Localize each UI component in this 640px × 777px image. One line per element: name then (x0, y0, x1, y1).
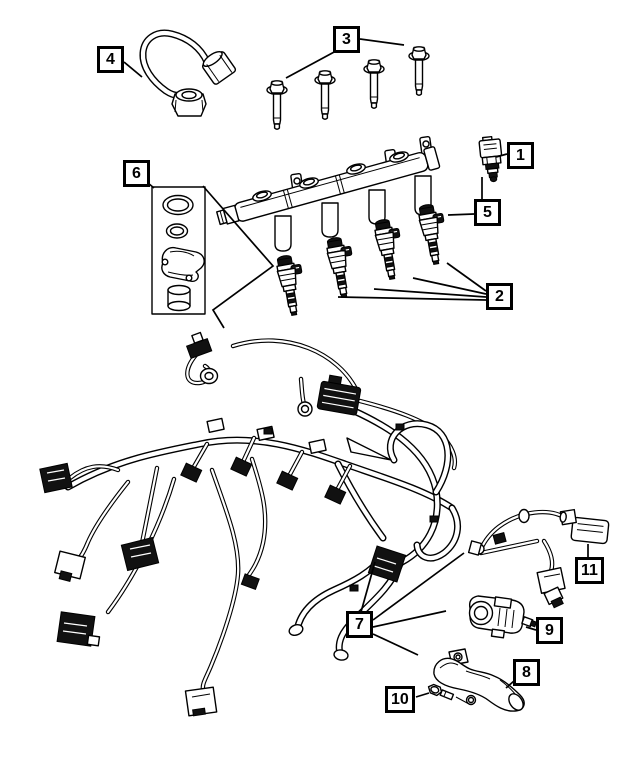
pigtail-sensor (559, 508, 610, 545)
leader-lines (123, 38, 589, 698)
leader-line-2b (412, 277, 487, 295)
leader-line-9 (525, 626, 537, 631)
leader-line-7a (360, 561, 376, 613)
callout-8[interactable]: 8 (513, 659, 540, 686)
callout-11[interactable]: 11 (575, 557, 604, 584)
leader-line-2a (446, 262, 487, 292)
leader-line-3a (285, 50, 337, 79)
callout-6[interactable]: 6 (123, 160, 150, 187)
leader-line-7b (372, 552, 465, 621)
mounting-bracket-drawing (433, 648, 525, 712)
bracket-bolt-drawing (427, 683, 470, 705)
leader-bracket-6 (202, 185, 275, 329)
harness-connector (39, 331, 407, 717)
mounting-bolts-drawing (266, 46, 430, 130)
leader-line-8 (505, 680, 515, 689)
bolt-drawing (314, 70, 336, 120)
engine-wiring-harness-drawing (39, 331, 462, 717)
injector-retainer-clip (161, 246, 205, 283)
bolt-drawing (266, 80, 288, 130)
callout-4[interactable]: 4 (97, 46, 124, 73)
leader-line-7c (372, 610, 447, 628)
pointer-wedge (346, 437, 392, 461)
pigtail-connector (536, 567, 566, 609)
rail-bosses (252, 151, 409, 202)
callout-7[interactable]: 7 (346, 611, 373, 638)
callout-9[interactable]: 9 (536, 617, 563, 644)
sensor-pigtail-harness-drawing (467, 508, 610, 609)
rail-cups (274, 175, 432, 252)
leader-line-3b (359, 38, 405, 46)
fuel-injectors-drawing (276, 204, 445, 317)
bolt-axis-line (455, 696, 470, 705)
leader-line-1 (495, 153, 508, 158)
leader-line-2c (373, 288, 487, 298)
bolt-drawing (408, 46, 430, 96)
purge-valve-drawing (468, 595, 538, 639)
leader-line-7d (372, 633, 419, 656)
callout-5[interactable]: 5 (474, 199, 501, 226)
spacer-sleeve (167, 284, 191, 312)
bolt-drawing (363, 59, 385, 109)
fuel-pressure-sensor-drawing (478, 135, 503, 183)
callout-10[interactable]: 10 (385, 686, 415, 713)
callout-1[interactable]: 1 (507, 142, 534, 169)
fuel-injector-drawing (326, 237, 353, 299)
fuel-injector-drawing (374, 219, 401, 281)
callout-3[interactable]: 3 (333, 26, 360, 53)
callout-2[interactable]: 2 (486, 283, 513, 310)
fuel-rail-drawing (216, 135, 441, 252)
injector-seal-kit-drawing (151, 186, 206, 315)
leader-line-4 (123, 61, 143, 78)
leader-line-2d (337, 296, 487, 301)
fuel-supply-tube-drawing (139, 29, 237, 117)
fuel-injector-drawing (418, 204, 445, 266)
fuel-injector-drawing (276, 255, 303, 317)
leader-line-5b (447, 213, 475, 216)
leader-line-10 (415, 692, 430, 698)
